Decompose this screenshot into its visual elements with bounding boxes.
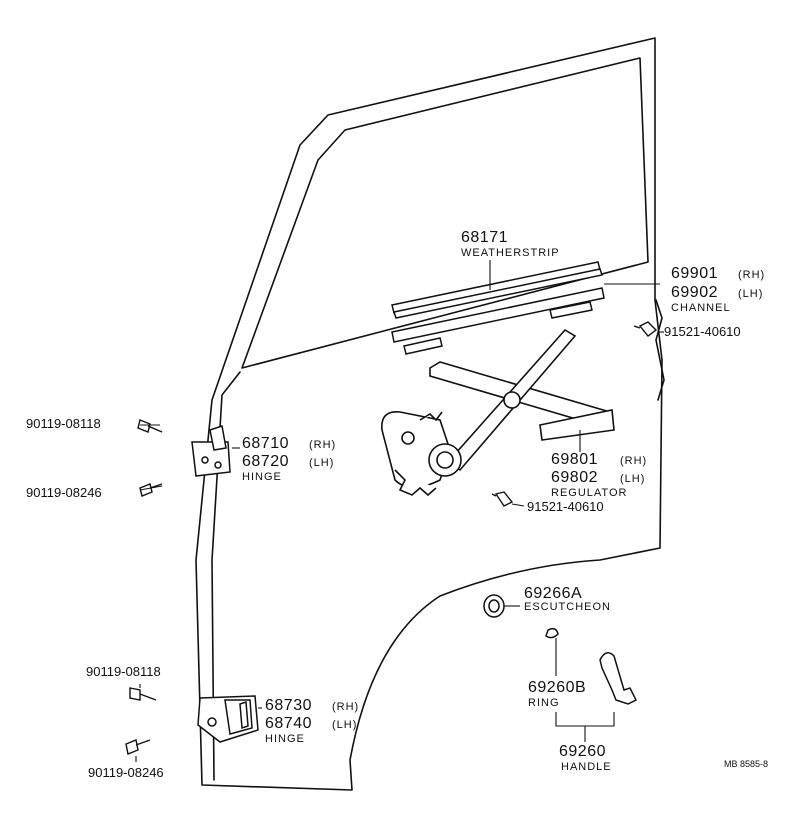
regulator-number-rh: 69801	[551, 451, 598, 468]
bolt-lower-1-icon	[129, 687, 157, 701]
regulator-part	[381, 328, 615, 497]
lower-hinge-bolt-top: 90119-08118	[86, 664, 161, 679]
upper-hinge-number-rh: 68710	[242, 435, 289, 452]
upper-hinge-number-lh: 68720	[242, 453, 289, 470]
bolt-regulator-icon	[491, 491, 514, 507]
leader-lines	[135, 260, 664, 762]
channel-number-rh: 69901	[671, 265, 718, 282]
weatherstrip-name: WEATHERSTRIP	[461, 247, 560, 259]
ring-icon	[545, 627, 559, 639]
channel-part	[391, 287, 605, 355]
lower-hinge-number-rh: 68730	[265, 697, 312, 714]
handle-icon	[599, 652, 638, 705]
lower-hinge-name: HINGE	[265, 733, 305, 745]
regulator-number-lh: 69802	[551, 469, 598, 486]
door-outline	[195, 37, 663, 791]
lower-hinge-number-lh: 68740	[265, 715, 312, 732]
bolt-icons	[125, 321, 658, 755]
upper-hinge-part	[191, 425, 231, 477]
window-frame-inner	[241, 57, 649, 369]
lower-hinge-side-lh: (LH)	[332, 719, 358, 731]
lower-hinge-bolt-bottom: 90119-08246	[88, 765, 164, 780]
door-rear-step	[655, 299, 665, 401]
lower-hinge-part	[197, 695, 259, 743]
escutcheon-number: 69266A	[524, 585, 583, 602]
upper-hinge-bolt-bottom: 90119-08246	[26, 485, 102, 500]
channel-side-lh: (LH)	[738, 288, 764, 300]
regulator-side-lh: (LH)	[620, 473, 646, 485]
bolt-upper-1-icon	[137, 419, 163, 433]
channel-side-rh: (RH)	[738, 269, 766, 281]
ring-number: 69260B	[528, 679, 587, 696]
lower-hinge-side-rh: (RH)	[332, 701, 360, 713]
upper-hinge-side-lh: (LH)	[309, 457, 335, 469]
handle-name: HANDLE	[561, 761, 612, 773]
upper-hinge-name: HINGE	[242, 471, 282, 483]
handle-parts	[483, 594, 638, 705]
bolt-channel-number: 91521-40610	[664, 324, 741, 339]
bolt-channel-icon	[633, 321, 658, 337]
ring-name: RING	[528, 697, 560, 709]
escutcheon-name: ESCUTCHEON	[524, 601, 612, 613]
weatherstrip-part	[391, 261, 603, 319]
bolt-upper-2-icon	[139, 483, 163, 497]
regulator-side-rh: (RH)	[620, 455, 648, 467]
weatherstrip-number: 68171	[461, 229, 508, 246]
upper-hinge-side-rh: (RH)	[309, 439, 337, 451]
figure-code: MB 8585-8	[724, 759, 769, 769]
bolt-regulator-number: 91521-40610	[527, 499, 604, 514]
channel-number-lh: 69902	[671, 284, 718, 301]
regulator-name: REGULATOR	[551, 487, 628, 499]
handle-number: 69260	[559, 743, 606, 760]
channel-name: CHANNEL	[671, 302, 731, 314]
bolt-lower-2-icon	[125, 739, 151, 755]
upper-hinge-bolt-top: 90119-08118	[26, 416, 101, 431]
